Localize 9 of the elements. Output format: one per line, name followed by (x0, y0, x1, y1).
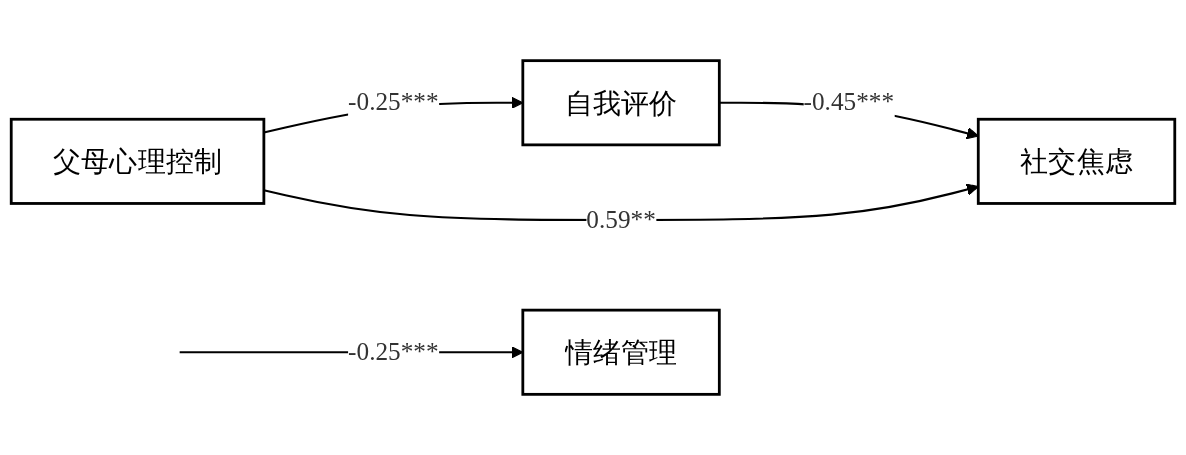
arrow (263, 183, 979, 221)
node-box: 自我评价 (521, 59, 721, 147)
edge-label: -0.45*** (803, 88, 895, 117)
edge-label: 0.59** (586, 205, 656, 234)
node-box: 父母心理控制 (9, 117, 266, 205)
edge-label: -0.25*** (348, 337, 439, 366)
node-box: 社交焦虑 (976, 117, 1177, 205)
edge-label: -0.25*** (348, 88, 439, 117)
node-box: 情绪管理 (521, 308, 721, 396)
